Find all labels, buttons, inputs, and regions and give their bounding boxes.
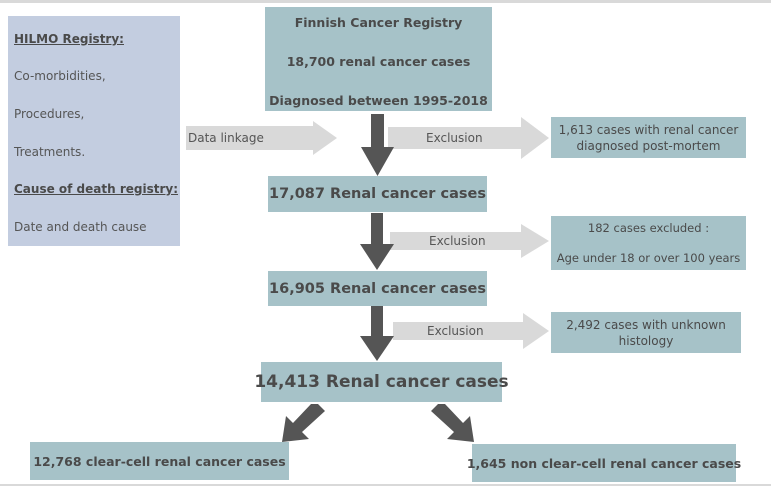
data-linkage-label: Data linkage xyxy=(188,131,264,145)
exclusion-arrow-3 xyxy=(393,313,549,349)
hilmo-item: Procedures, xyxy=(14,107,85,121)
exclusion-detail-3: 2,492 cases with unknown histology xyxy=(551,312,741,353)
exclusion-detail-line: 1,613 cases with renal cancer xyxy=(558,122,739,137)
exclusion-detail-line: Age under 18 or over 100 years xyxy=(556,251,741,265)
death-registry-item: Date and death cause xyxy=(14,220,147,234)
registry-case-count: 18,700 renal cancer cases xyxy=(286,54,471,69)
exclusion-label-3: Exclusion xyxy=(427,324,484,338)
split-arrow-left xyxy=(282,404,325,442)
registry-period: Diagnosed between 1995-2018 xyxy=(269,93,488,108)
hilmo-item: Treatments. xyxy=(14,145,86,159)
exclusion-detail-line: histology xyxy=(618,333,674,348)
data-linkage-arrow xyxy=(186,121,337,155)
stage-box-3: 14,413 Renal cancer cases xyxy=(254,362,509,402)
exclusion-arrow-1 xyxy=(388,117,549,159)
exclusion-detail-line: 2,492 cases with unknown xyxy=(566,317,726,332)
bottom-border xyxy=(0,484,771,486)
hilmo-registry-heading: HILMO Registry: xyxy=(14,32,124,46)
exclusion-label-1: Exclusion xyxy=(426,131,483,145)
exclusion-label-2: Exclusion xyxy=(429,234,486,248)
split-arrow-right xyxy=(431,404,474,442)
data-sources-panel: HILMO Registry: Co-morbidities, Procedur… xyxy=(8,16,180,246)
finnish-cancer-registry-box: Finnish Cancer Registry 18,700 renal can… xyxy=(265,7,492,111)
exclusion-detail-line: 182 cases excluded : xyxy=(587,221,710,235)
hilmo-item: Co-morbidities, xyxy=(14,69,106,83)
outcome-non-clear-cell-box: 1,645 non clear-cell renal cancer cases xyxy=(467,444,741,482)
exclusion-detail-line: diagnosed post-mortem xyxy=(576,138,721,153)
down-arrow-2 xyxy=(360,213,394,270)
exclusion-arrow-2 xyxy=(390,224,549,258)
death-registry-heading: Cause of death registry: xyxy=(14,182,179,196)
down-arrow-1 xyxy=(361,114,394,176)
stage-box-2: 16,905 Renal cancer cases xyxy=(268,271,487,306)
outcome-clear-cell-box: 12,768 clear-cell renal cancer cases xyxy=(30,442,289,480)
top-border xyxy=(0,0,771,3)
down-arrow-3 xyxy=(360,305,394,361)
stage-box-1: 17,087 Renal cancer cases xyxy=(268,176,487,212)
exclusion-detail-2: 182 cases excluded : Age under 18 or ove… xyxy=(551,216,746,270)
exclusion-detail-spacer xyxy=(557,236,741,250)
exclusion-detail-1: 1,613 cases with renal cancer diagnosed … xyxy=(551,117,746,158)
registry-name: Finnish Cancer Registry xyxy=(294,15,463,30)
